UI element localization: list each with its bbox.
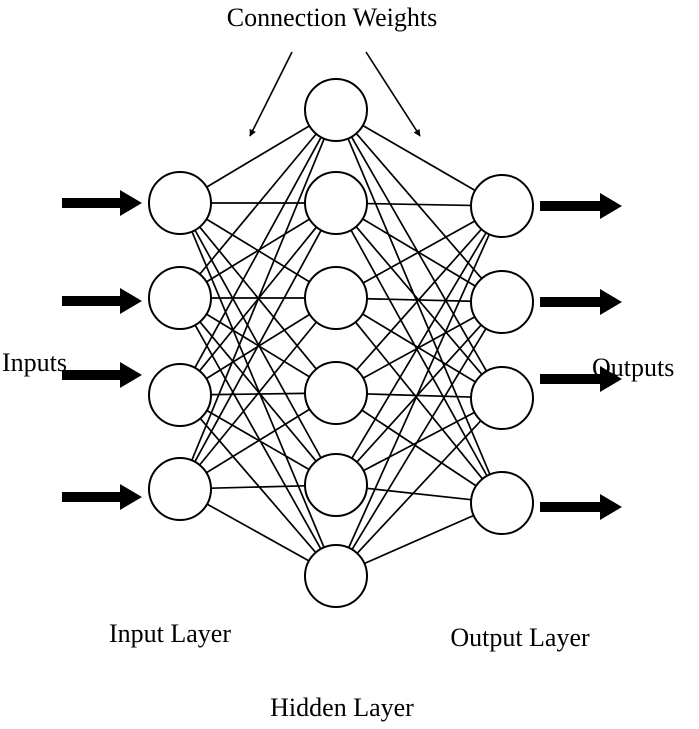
output-node-4 (470, 471, 534, 535)
connection-input-2-hidden-1 (199, 133, 317, 275)
connection-hidden-6-output-3 (356, 420, 482, 554)
connection-hidden-1-output-3 (350, 136, 488, 372)
output-layer-nodes (470, 174, 534, 535)
input-node-4 (148, 457, 212, 521)
connection-hidden-5-output-4 (366, 487, 472, 501)
input-arrow-4-icon (62, 484, 142, 510)
connection-hidden-1-output-1 (362, 124, 476, 192)
hidden-node-6 (304, 544, 368, 608)
connection-hidden-4-output-3 (366, 393, 472, 398)
connection-hidden-5-output-2 (356, 324, 482, 463)
output-arrows (540, 193, 622, 520)
output-arrow-1-icon (540, 193, 622, 219)
connection-hidden-6-output-1 (347, 233, 491, 549)
connection-input-3-hidden-1 (194, 136, 322, 369)
connection-input-4-hidden-3 (198, 321, 318, 466)
input-arrow-3-icon (62, 362, 142, 388)
connection-input-4-hidden-2 (194, 229, 322, 463)
output-arrow-2-icon (540, 289, 622, 315)
hidden-node-4 (304, 361, 368, 425)
output-node-3 (470, 366, 534, 430)
connection-input-1-hidden-6 (191, 231, 325, 548)
connection-input-2-hidden-6 (194, 324, 322, 550)
connection-input-2-hidden-2 (206, 218, 310, 283)
connection-hidden-1-output-4 (347, 138, 491, 475)
hidden-node-1 (304, 78, 368, 142)
output-node-1 (470, 174, 534, 238)
connection-input-4-hidden-5 (210, 484, 306, 490)
hidden-layer-nodes (304, 78, 368, 608)
hidden-node-3 (304, 266, 368, 330)
connection-hidden-5-output-3 (363, 411, 475, 472)
weights-pointer-left (249, 51, 293, 137)
connection-hidden-4-output-1 (355, 228, 483, 371)
connection-input-2-hidden-5 (199, 321, 317, 462)
connection-hidden-2-output-4 (350, 229, 488, 477)
output-layer-label: Output Layer (450, 623, 590, 652)
input-node-2 (148, 266, 212, 330)
outputs-label: Outputs (592, 353, 674, 382)
connection-hidden-3-output-1 (362, 220, 476, 284)
inputs-label: Inputs (2, 348, 67, 377)
connection-input-1-hidden-5 (194, 229, 322, 459)
input-arrows (62, 190, 142, 510)
connection-hidden-4-output-2 (362, 316, 476, 379)
output-arrow-4-icon (540, 494, 622, 520)
connection-input-4-hidden-4 (205, 408, 311, 474)
connection-input-3-hidden-5 (206, 409, 310, 471)
connection-weights-pointers (249, 51, 421, 137)
hidden-node-5 (304, 453, 368, 517)
connection-hidden-6-output-4 (364, 514, 474, 565)
connection-hidden-2-output-1 (366, 202, 472, 207)
connections-input-hidden (191, 125, 325, 562)
input-layer-label: Input Layer (109, 619, 231, 648)
input-arrow-1-icon (62, 190, 142, 216)
output-node-2 (470, 270, 534, 334)
connection-input-4-hidden-1 (191, 138, 325, 461)
connection-hidden-4-output-4 (361, 409, 477, 487)
connection-hidden-5-output-1 (351, 232, 487, 459)
weights-pointer-right (365, 51, 421, 137)
hidden-layer-label: Hidden Layer (270, 693, 414, 722)
hidden-node-2 (304, 171, 368, 235)
connection-hidden-1-output-2 (355, 132, 483, 280)
input-arrow-2-icon (62, 288, 142, 314)
connections-hidden-output (347, 124, 491, 565)
connection-weights-label: Connection Weights (227, 3, 437, 32)
connection-hidden-6-output-2 (351, 328, 487, 550)
input-node-3 (148, 363, 212, 427)
input-node-1 (148, 171, 212, 235)
connection-input-4-hidden-6 (206, 503, 310, 562)
connection-input-1-hidden-1 (206, 125, 310, 188)
input-layer-nodes (148, 171, 212, 521)
output-arrow-3-icon (540, 366, 622, 392)
